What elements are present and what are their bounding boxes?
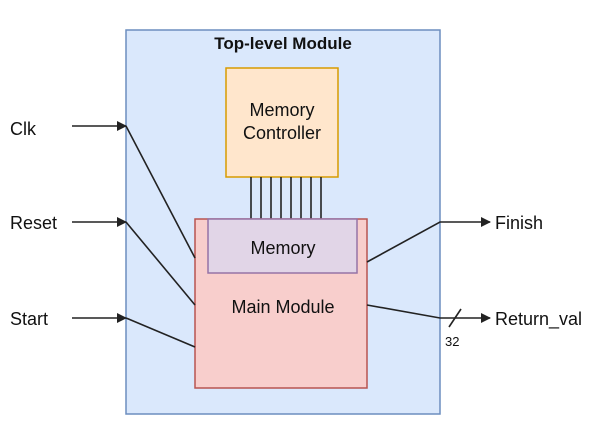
top-level-module-title: Top-level Module xyxy=(214,34,352,53)
return-val-width-label: 32 xyxy=(445,334,459,349)
memory-label: Memory xyxy=(250,238,315,258)
memory-box xyxy=(207,218,358,274)
memory-controller-box xyxy=(225,67,339,178)
bus-width-slash xyxy=(448,308,462,328)
clk-label: Clk xyxy=(10,119,37,139)
memory-controller-label-line1: Memory xyxy=(249,100,314,120)
clk-internal-wire xyxy=(125,125,196,259)
memory-controller-label-line2: Controller xyxy=(243,123,321,143)
start-internal-wire xyxy=(125,317,196,348)
finish-wire xyxy=(366,217,491,263)
reset-label: Reset xyxy=(10,213,57,233)
memory-bus-lines xyxy=(250,177,322,219)
finish-label: Finish xyxy=(495,213,543,233)
return-val-wire xyxy=(366,304,491,323)
reset-internal-wire xyxy=(125,221,196,306)
start-label: Start xyxy=(10,309,48,329)
return-val-label: Return_val xyxy=(495,309,582,330)
main-module-label: Main Module xyxy=(231,297,334,317)
